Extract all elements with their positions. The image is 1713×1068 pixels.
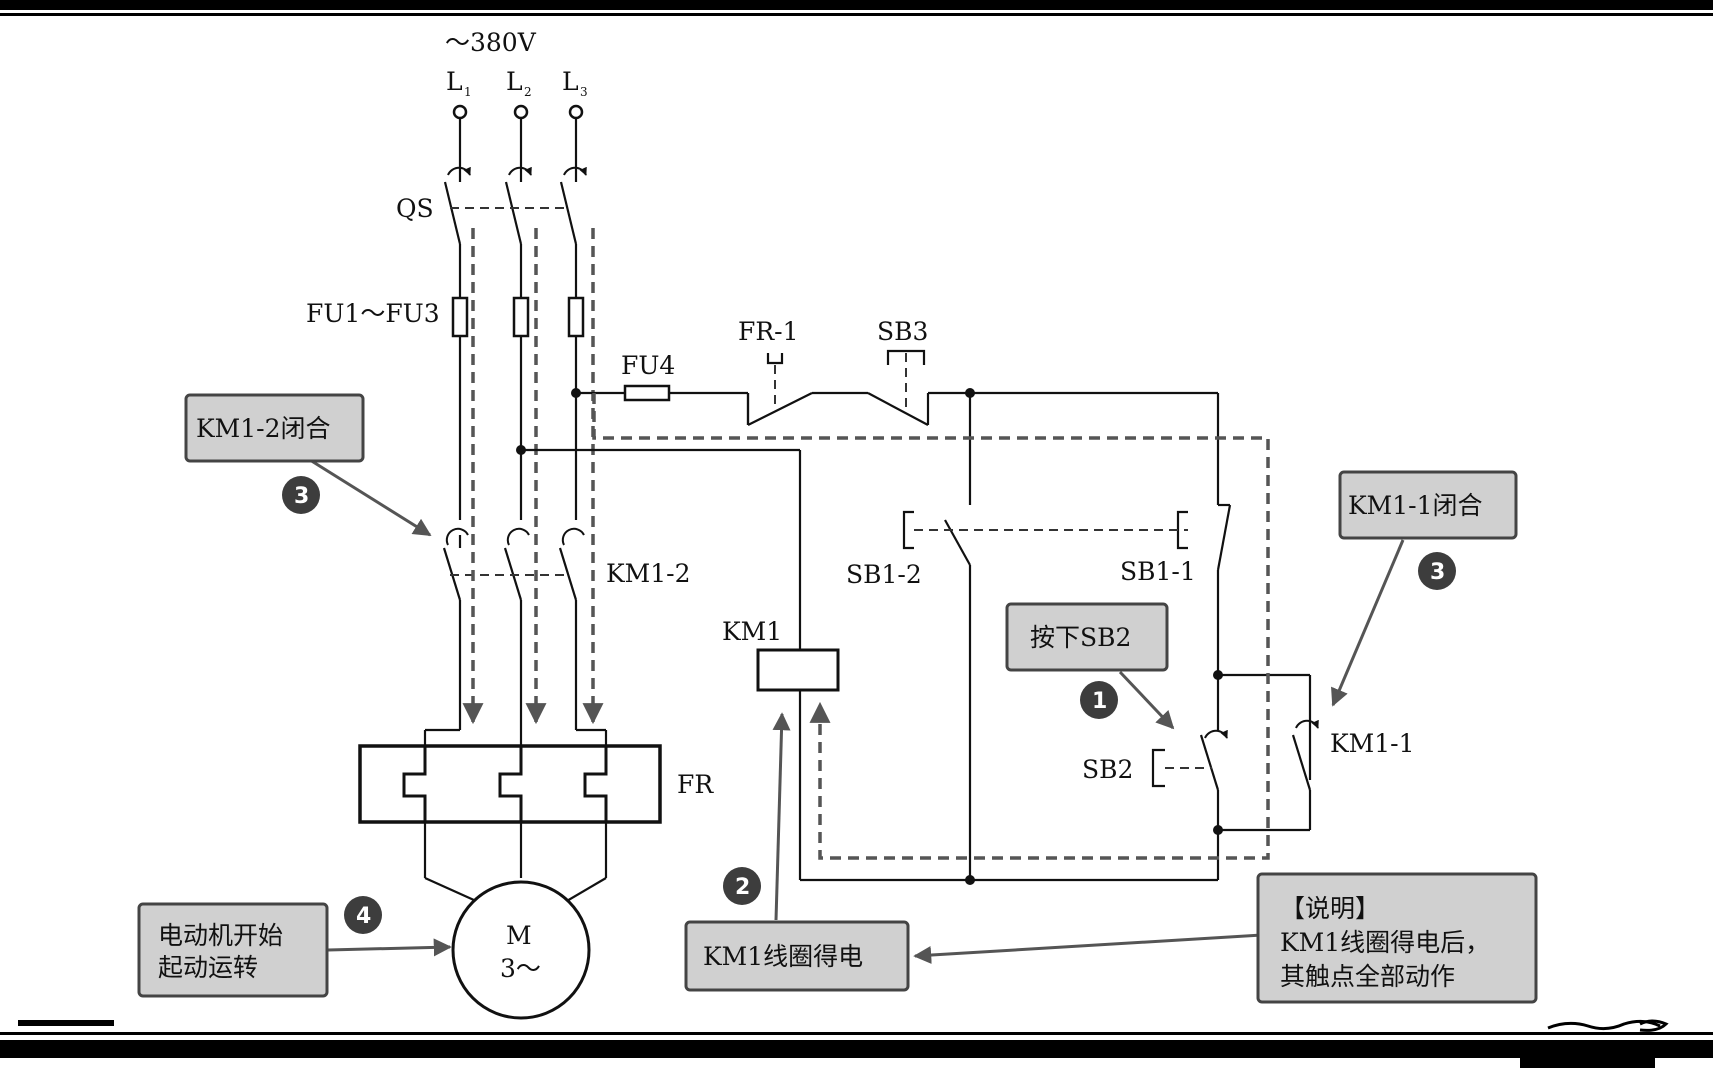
power-flow-arrows [462, 228, 604, 725]
km1-2-label: KM1-2 [606, 559, 691, 588]
sb1-1-label: SB1-1 [1120, 557, 1196, 586]
phase-l1-letter: L [446, 67, 463, 96]
junction-branch-bottom [1213, 825, 1223, 835]
junction-branch-top [1213, 670, 1223, 680]
callout-km1-1-closed-text: KM1-1闭合 [1348, 491, 1483, 520]
fu4-label: FU4 [621, 351, 675, 380]
phase-l3-label: L 3 [562, 67, 588, 99]
callout-motor-start: 电动机开始 起动运转 [137, 902, 329, 998]
terminal-l2 [513, 104, 529, 120]
callout-motor-start-line2: 起动运转 [158, 953, 258, 982]
km1-coil [756, 648, 840, 692]
callout-motor-start-line1: 电动机开始 [158, 921, 283, 950]
page-bottom-border [0, 1020, 1713, 1068]
callout-note-line1: KM1线圈得电后， [1280, 928, 1490, 957]
motor-label-m: M [506, 921, 532, 950]
sb2-button [1151, 729, 1228, 788]
phase-l3-letter: L [562, 67, 579, 96]
step-badge-3-left: 3 [282, 476, 320, 514]
callout-arrows [309, 458, 1405, 965]
step-badge-4-text: 4 [356, 904, 371, 929]
fr-1-label: FR-1 [738, 317, 799, 346]
qs-switch [447, 166, 587, 209]
step-badge-2: 2 [723, 867, 761, 905]
callout-km1-2-closed: KM1-2闭合 [184, 393, 365, 463]
step-badge-3-right-text: 3 [1430, 560, 1445, 585]
sb2-label: SB2 [1082, 755, 1133, 784]
signature-scribble [1547, 1019, 1669, 1032]
page-top-border [0, 0, 1713, 16]
km1-label: KM1 [722, 617, 782, 646]
junction-control-top [965, 388, 975, 398]
km1-1-label: KM1-1 [1330, 729, 1415, 758]
sb3-button [886, 349, 926, 410]
step-badge-4: 4 [344, 896, 382, 934]
terminal-l3 [568, 104, 584, 120]
fuse-fu4 [623, 384, 671, 402]
thermal-elements [402, 746, 608, 822]
sb3-label: SB3 [877, 317, 928, 346]
phase-l1-sub: 1 [464, 85, 472, 99]
phase-l3-sub: 3 [580, 85, 588, 99]
callout-note-line2: 其触点全部动作 [1280, 962, 1455, 991]
fr-1-contact [746, 353, 784, 425]
fr-label: FR [677, 770, 714, 799]
main-power-lines [423, 118, 608, 746]
control-circuit-wires [521, 391, 1312, 882]
callout-coil-energized: KM1线圈得电 [684, 920, 910, 992]
step-badge-1: 1 [1080, 681, 1118, 719]
step-badge-1-text: 1 [1092, 689, 1107, 714]
step-badge-3-left-text: 3 [294, 484, 309, 509]
fu1-fu3-label: FU1～FU3 [306, 299, 440, 328]
fuse-fu1-fu3 [451, 296, 585, 338]
callout-note: 【说明】 KM1线圈得电后， 其触点全部动作 [1256, 872, 1538, 1004]
phase-l1-label: L 1 [446, 67, 472, 99]
control-flow-path [592, 393, 1270, 860]
callout-press-sb2: 按下SB2 [1005, 602, 1169, 672]
phase-l2-sub: 2 [524, 85, 532, 99]
callout-note-title: 【说明】 [1280, 894, 1380, 923]
junction-control-bottom [965, 875, 975, 885]
qs-label: QS [396, 194, 434, 223]
phase-l2-label: L 2 [506, 67, 532, 99]
sb1-button [902, 510, 1188, 550]
km1-2-contacts [445, 527, 585, 576]
step-badge-3-right: 3 [1418, 552, 1456, 590]
km1-1-contact [1295, 719, 1319, 729]
callout-km1-1-closed: KM1-1闭合 [1338, 470, 1518, 540]
motor-leads [423, 822, 608, 907]
thermal-relay-fr [358, 744, 662, 824]
motor-label-3phase: 3～ [500, 954, 541, 983]
callout-coil-energized-text: KM1线圈得电 [703, 942, 863, 971]
phase-l2-letter: L [506, 67, 523, 96]
motor [451, 880, 591, 1020]
callout-press-sb2-text: 按下SB2 [1030, 623, 1131, 652]
callout-km1-2-closed-text: KM1-2闭合 [196, 414, 331, 443]
supply-voltage-label: ～380V [445, 28, 537, 57]
terminal-l1 [452, 104, 468, 120]
step-badge-2-text: 2 [735, 875, 750, 900]
sb1-2-label: SB1-2 [846, 560, 922, 589]
